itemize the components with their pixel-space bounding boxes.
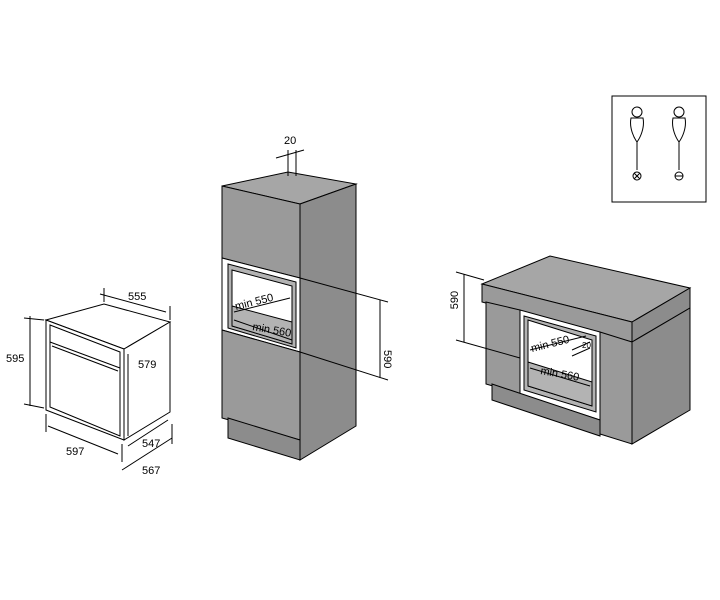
base-gap-label: 20 (582, 341, 591, 350)
oven-door (49, 324, 121, 437)
tools-frame (611, 95, 707, 203)
tall-unit-drawing: 20 min 550 min 560 590 (221, 135, 393, 461)
oven-front-frame (45, 319, 125, 441)
tall-unit-side (299, 183, 357, 461)
base-unit-right-panel (599, 331, 633, 445)
tall-gap-label: 20 (284, 135, 296, 147)
oven-drawing: 555 595 579 597 547 567 (6, 288, 173, 477)
cross-screwdriver-icon (630, 106, 644, 181)
oven-width-label: 597 (66, 446, 84, 458)
tall-niche-height-label: 590 (381, 350, 393, 368)
oven-total-depth-label: 567 (142, 465, 160, 477)
oven-depth-top-label: 555 (128, 291, 146, 303)
oven-control-panel-line (49, 341, 121, 369)
base-niche-height-label: 590 (449, 291, 461, 309)
base-unit-plinth (491, 383, 601, 437)
tools-box (611, 95, 707, 203)
base-unit-drawing: 590 min 550 min 560 20 (449, 255, 692, 445)
oven-body-depth-label: 547 (142, 438, 160, 450)
tall-unit-plinth (227, 417, 301, 461)
oven-inner-height-label: 579 (138, 359, 156, 371)
oven-height-label: 595 (6, 353, 24, 365)
flat-screwdriver-icon (672, 106, 686, 181)
base-unit-left-panel (485, 301, 521, 395)
